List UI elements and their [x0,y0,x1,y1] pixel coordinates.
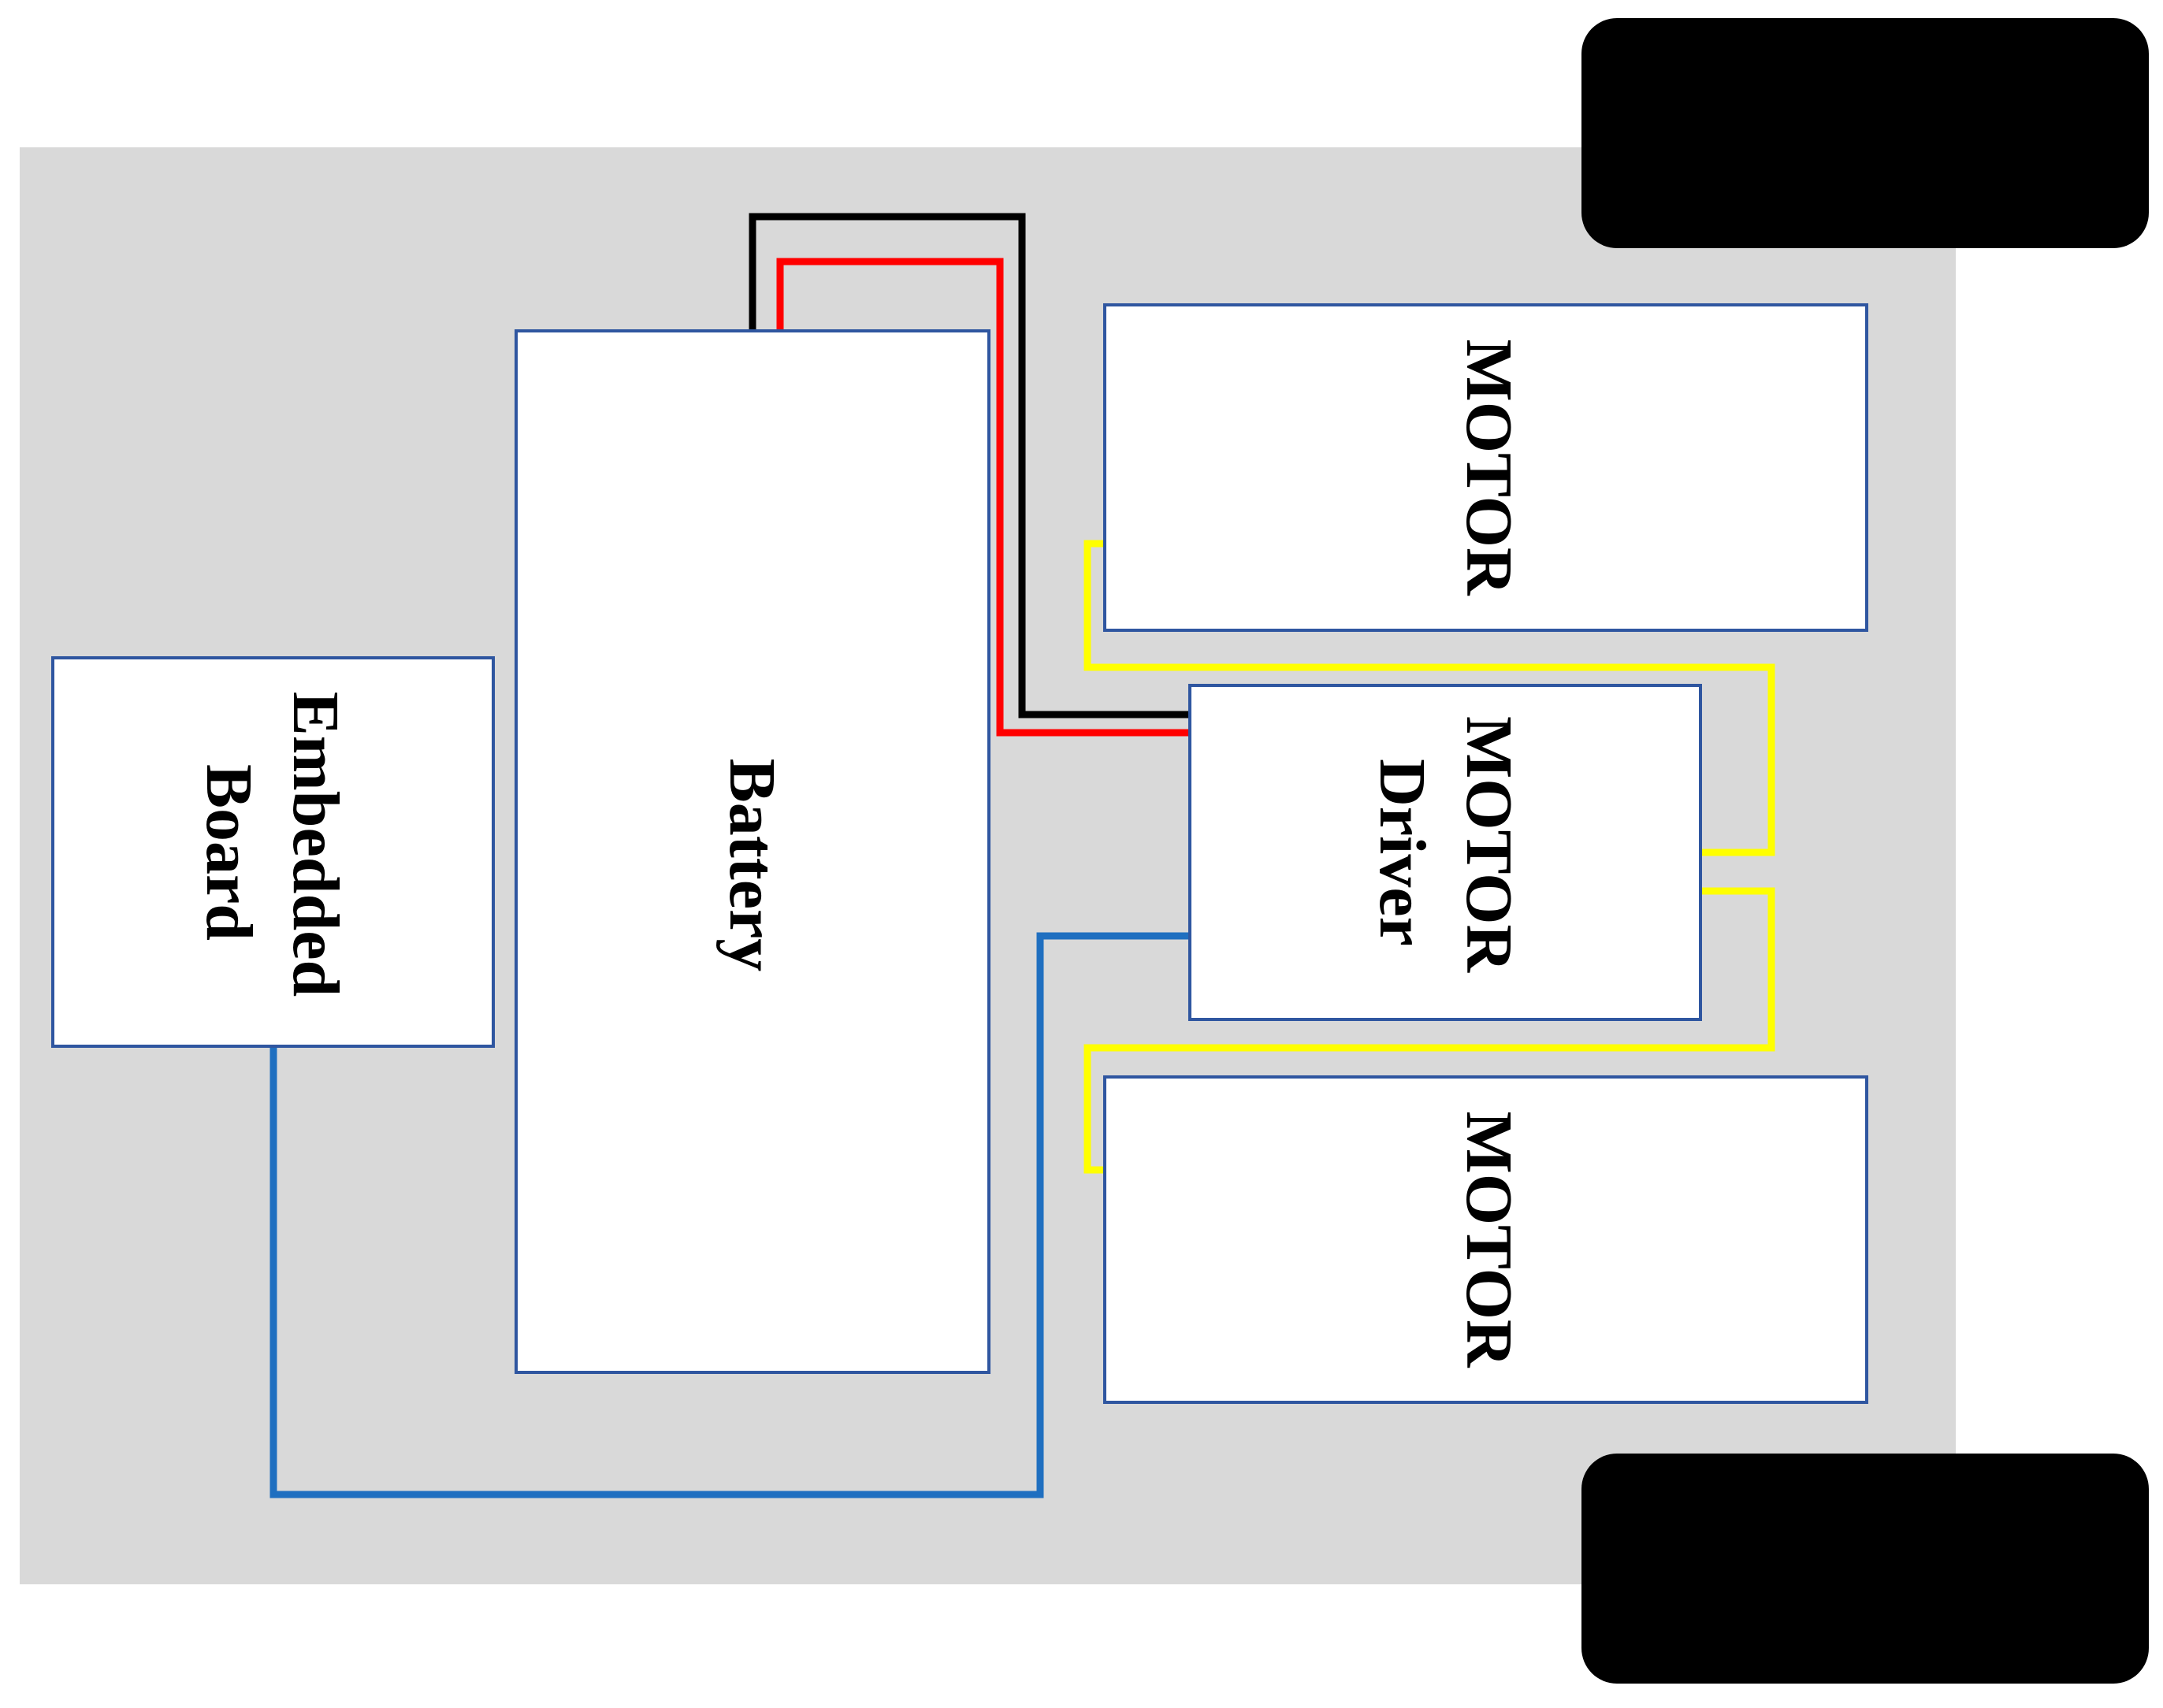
power-wire-red [776,258,1190,737]
motor-top-label: MOTOR [1452,339,1526,596]
embedded-board-label: Embedded Board [192,692,352,1013]
battery: Battery [515,329,990,1374]
embedded-board-label-line1: Embedded [279,692,352,997]
embedded-board: Embedded Board [51,656,495,1048]
motor-bottom-label: MOTOR [1452,1111,1526,1368]
motor-driver-label: MOTOR Driver [1366,716,1526,989]
signal-wire-blue [269,932,1190,1498]
motor-driver-label-line2: Driver [1366,759,1439,946]
motor-bottom: MOTOR [1103,1075,1868,1404]
motor-wire-yellow-bottom [1083,887,1775,1174]
wheel-bottom [1581,1454,2149,1684]
motor-driver: MOTOR Driver [1188,684,1702,1021]
wheel-top [1581,18,2149,248]
motor-driver-label-line1: MOTOR [1452,716,1526,973]
embedded-board-label-line2: Board [192,764,266,941]
motor-wire-yellow-top [1083,540,1775,856]
motor-top: MOTOR [1103,303,1868,632]
battery-label: Battery [715,759,789,972]
power-wire-black [749,213,1190,718]
